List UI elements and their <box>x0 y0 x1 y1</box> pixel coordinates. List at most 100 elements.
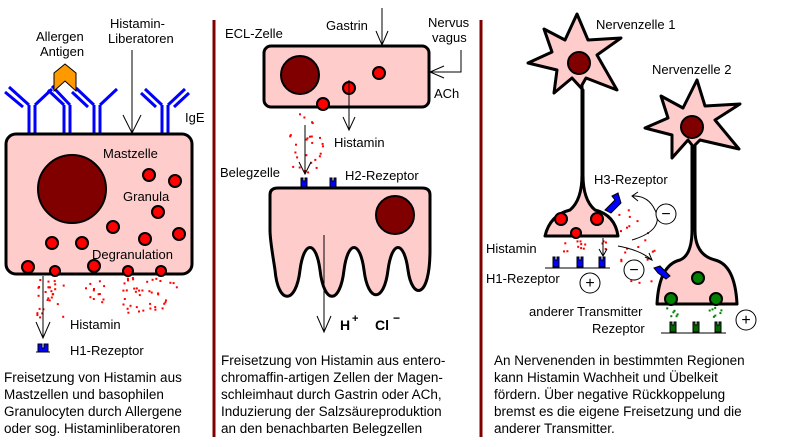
histamine-particles <box>36 277 178 319</box>
particle <box>604 248 607 250</box>
antigen-label: Antigen <box>40 44 84 59</box>
panel-neurons: Nervenzelle 1 Nervenzelle 2 H3-Rezeptor … <box>486 12 757 336</box>
particle <box>142 309 145 312</box>
ige-antibody <box>4 85 54 134</box>
particle <box>638 281 641 284</box>
mastzelle-label: Mastzelle <box>103 146 158 161</box>
particle <box>719 312 722 315</box>
particle <box>303 116 306 119</box>
particle <box>53 280 56 283</box>
neuron2-label: Nervenzelle 2 <box>652 62 732 77</box>
n-h1-receptor-label: H1-Rezeptor <box>486 271 560 286</box>
ach-label: ACh <box>434 86 459 101</box>
feedback-arrow-other <box>617 245 653 261</box>
particle <box>644 239 647 242</box>
ige-antibody <box>139 87 191 134</box>
particle <box>310 135 313 138</box>
particle <box>138 289 141 292</box>
particle <box>155 277 158 280</box>
particle <box>319 152 322 155</box>
inhibition-symbol-2 <box>623 259 645 281</box>
particle <box>157 293 160 296</box>
particle <box>579 240 582 243</box>
particle <box>630 280 633 283</box>
particle <box>720 309 723 312</box>
particle <box>636 220 639 223</box>
particle <box>624 251 627 254</box>
particle <box>36 314 39 316</box>
particle <box>309 135 311 138</box>
particle <box>123 282 126 285</box>
particle <box>54 288 57 291</box>
particle <box>161 307 164 310</box>
particle <box>602 240 605 243</box>
particle <box>38 286 41 288</box>
particle <box>299 113 301 116</box>
particle <box>146 280 149 283</box>
particle <box>172 282 175 285</box>
particle <box>295 143 297 146</box>
particle <box>56 303 59 306</box>
particle <box>296 156 299 159</box>
particle <box>563 250 565 253</box>
feedback-arrow-self <box>631 195 658 241</box>
particle <box>41 312 44 315</box>
particle <box>651 250 654 253</box>
particle <box>149 302 152 305</box>
particle <box>98 293 101 295</box>
particle <box>103 285 106 288</box>
particle <box>135 287 138 290</box>
particle <box>305 154 308 157</box>
particle <box>294 151 297 154</box>
particle <box>637 246 640 248</box>
particle <box>47 297 50 300</box>
inhibition-symbol-1 <box>655 203 677 225</box>
particle <box>577 245 580 248</box>
particle <box>646 258 649 261</box>
particle <box>123 298 126 300</box>
particle <box>126 277 129 280</box>
feedback-arrowhead-other <box>644 252 653 261</box>
particle <box>318 155 321 158</box>
h3-receptor-neuron1 <box>604 192 622 214</box>
particle <box>628 225 631 228</box>
particle <box>141 289 144 292</box>
particle <box>628 215 631 218</box>
h3-receptor-neuron2 <box>653 265 671 280</box>
particle <box>292 165 295 168</box>
particle <box>138 310 140 313</box>
ecl-to-parietal-arrowhead <box>298 161 312 176</box>
nervus-label: Nervus <box>428 15 470 30</box>
particle <box>708 309 711 312</box>
particle <box>97 293 100 296</box>
mast-cell-nucleus <box>37 154 107 224</box>
particle <box>39 316 42 319</box>
histamine-particles <box>563 209 656 284</box>
particle <box>672 311 675 314</box>
particle <box>101 301 104 304</box>
particle <box>626 247 629 250</box>
particle <box>666 307 669 310</box>
h1-receptor-icon <box>37 343 49 353</box>
histamine-arrowhead <box>35 321 51 340</box>
particle <box>39 279 42 281</box>
excitation-symbol-2 <box>735 309 757 331</box>
particle <box>102 298 105 301</box>
particle <box>44 291 47 293</box>
particle <box>48 299 51 302</box>
particle <box>310 161 313 164</box>
rezeptor-label: Rezeptor <box>592 321 645 336</box>
particle <box>92 298 95 300</box>
particle <box>138 294 141 297</box>
particle <box>135 306 138 309</box>
ecl-histamine-arrowhead <box>342 116 356 132</box>
particle <box>151 278 154 281</box>
granules <box>21 168 186 277</box>
particle <box>314 158 317 161</box>
cl-ion-label: Cl <box>375 317 389 333</box>
excitation-symbol-1 <box>579 272 601 294</box>
particle <box>298 166 301 169</box>
h-ion-label: H <box>340 317 350 333</box>
particle <box>50 290 53 293</box>
minus-sign-2: − <box>629 262 638 279</box>
